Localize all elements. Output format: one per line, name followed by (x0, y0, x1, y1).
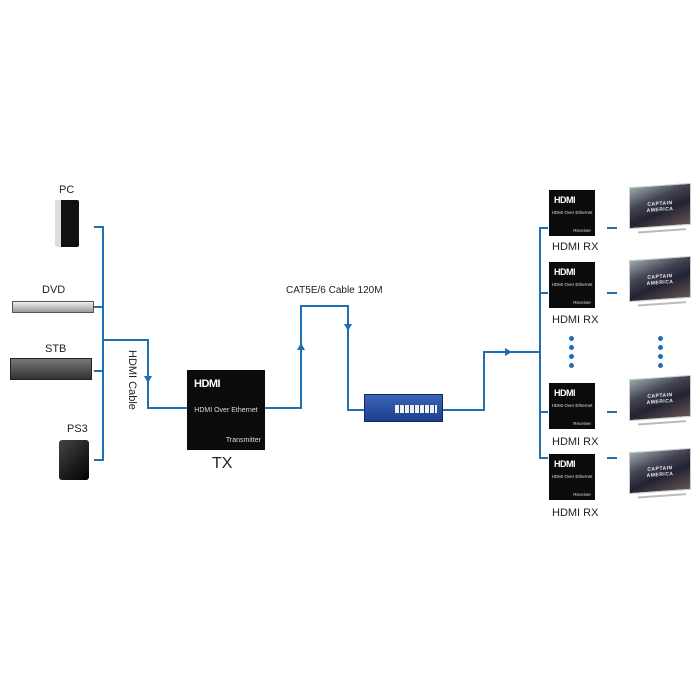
hdmi-logo: HDMI (554, 388, 576, 398)
source-label-ps3: PS3 (67, 423, 88, 435)
rx-role-text: Receiver (573, 300, 591, 305)
rx-model-text: HDMI Over Ethernet (551, 474, 593, 479)
tx-model-text: HDMI Over Ethernet (194, 407, 258, 414)
tx-label: TX (212, 455, 233, 472)
rx-label: HDMI RX (552, 436, 599, 448)
tv-icon: CAPTAIN AMERICA (629, 374, 691, 422)
tx-role-text: Transmitter (225, 437, 261, 444)
source-bus-line (94, 226, 104, 461)
arrow-icon (144, 376, 152, 383)
source-label-pc: PC (59, 184, 75, 196)
rx-label: HDMI RX (552, 241, 599, 253)
rx-role-text: Receiver (573, 492, 591, 497)
pc-icon (55, 200, 79, 247)
arrow-icon (297, 343, 305, 350)
ellipsis-dot (658, 363, 663, 368)
ellipsis-dot (569, 336, 574, 341)
hdmi-logo: HDMI (554, 267, 576, 277)
hdmi-cable-label: HDMI Cable (126, 350, 138, 410)
tv-icon: CAPTAIN AMERICA (629, 255, 691, 303)
ellipsis-dot (658, 345, 663, 350)
transmitter-box: HDMI HDMI Over Ethernet Transmitter (187, 370, 265, 450)
source-label-stb: STB (45, 343, 67, 355)
ps3-console-icon (59, 440, 89, 480)
tv-icon: CAPTAIN AMERICA (629, 182, 691, 230)
source-label-dvd: DVD (42, 284, 66, 296)
ellipsis-dot (569, 354, 574, 359)
network-switch-icon (364, 394, 443, 422)
dvd-player-icon (12, 301, 94, 313)
rx-role-text: Receiver (573, 421, 591, 426)
cat-cable-label: CAT5E/6 Cable 120M (286, 285, 383, 296)
tv-screen-title: CAPTAIN AMERICA (646, 392, 674, 406)
rx-model-text: HDMI Over Ethernet (551, 403, 593, 408)
rx-label: HDMI RX (552, 507, 599, 519)
hdmi-cable-line (103, 339, 188, 409)
ellipsis-dot (658, 354, 663, 359)
ellipsis-dot (569, 363, 574, 368)
switch-ports (395, 405, 437, 413)
rx-label: HDMI RX (552, 314, 599, 326)
hdmi-logo: HDMI (554, 195, 576, 205)
arrow-icon (344, 324, 352, 331)
cat-cable-line (265, 305, 364, 411)
rx-model-text: HDMI Over Ethernet (551, 282, 593, 287)
arrow-icon (505, 348, 512, 356)
ellipsis-dot (658, 336, 663, 341)
set-top-box-icon (10, 358, 92, 380)
tv-screen-title: CAPTAIN AMERICA (646, 273, 674, 287)
rx-role-text: Receiver (573, 228, 591, 233)
switch-output-line (441, 351, 540, 411)
hdmi-logo: HDMI (554, 459, 576, 469)
receiver-bus-line (539, 227, 548, 459)
rx-tv-lines (607, 227, 617, 459)
tv-icon: CAPTAIN AMERICA (629, 447, 691, 495)
hdmi-logo: HDMI (194, 378, 221, 390)
tv-screen-title: CAPTAIN AMERICA (646, 465, 674, 479)
tv-screen-title: CAPTAIN AMERICA (646, 200, 674, 214)
ellipsis-dot (569, 345, 574, 350)
rx-model-text: HDMI Over Ethernet (551, 210, 593, 215)
